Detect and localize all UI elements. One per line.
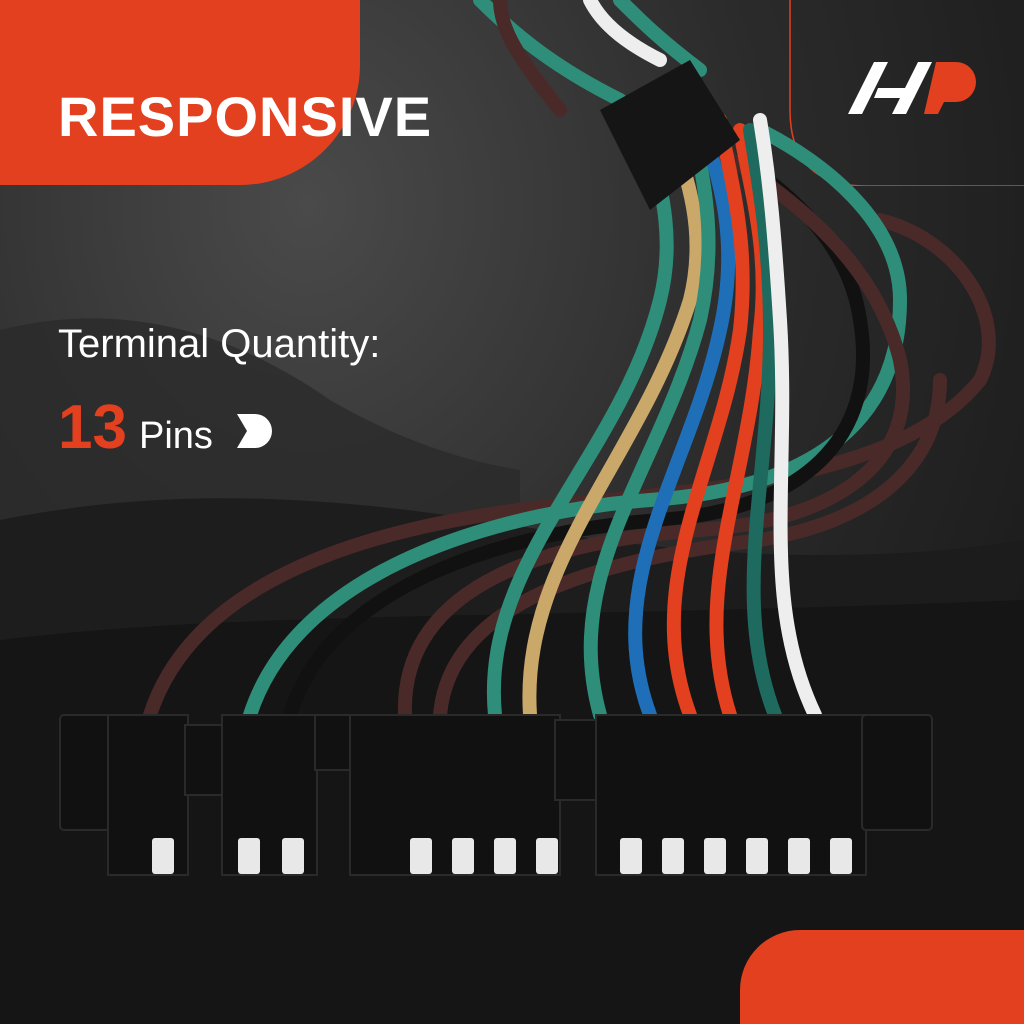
banner-title: RESPONSIVE: [58, 85, 433, 148]
pin-count-unit: Pins: [138, 415, 213, 457]
pin-count-row: 13 Pins: [58, 392, 273, 463]
terminal-quantity-label: Terminal Quantity:: [58, 322, 381, 366]
corner-accent: [740, 930, 1024, 1024]
pin-count-value: 13: [58, 393, 127, 462]
d-shape-icon: [236, 414, 272, 448]
title-banner: [0, 0, 360, 185]
a-premium-logo-icon: [848, 62, 976, 114]
